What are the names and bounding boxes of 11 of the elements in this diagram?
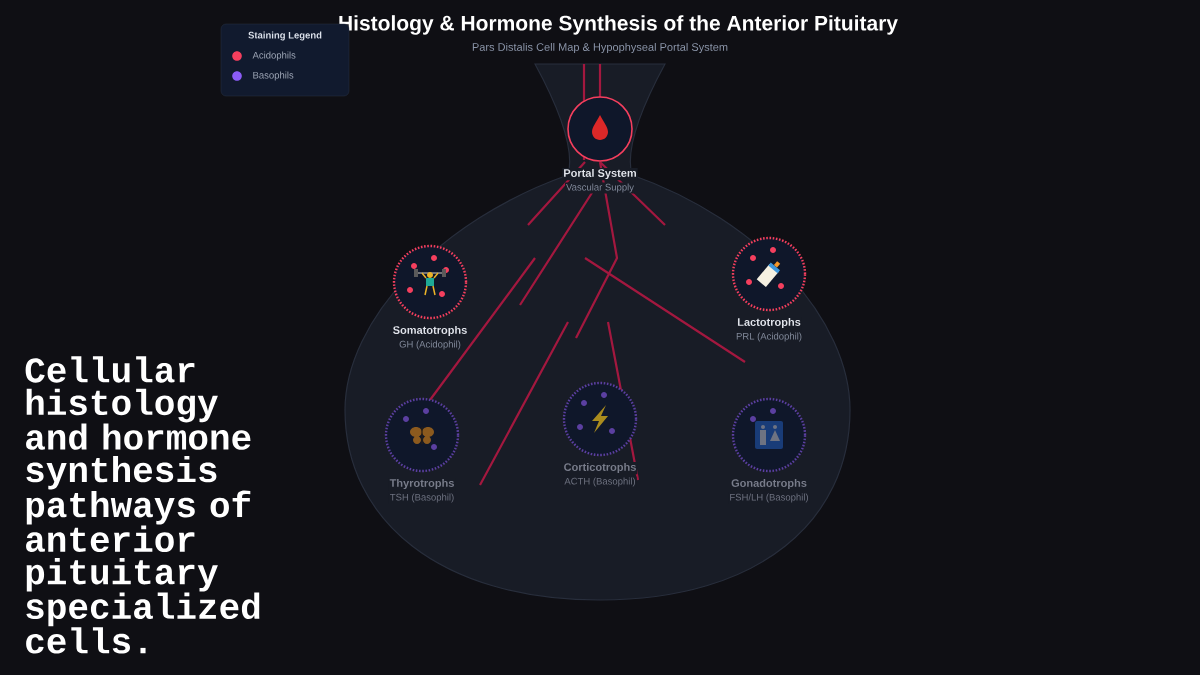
hormone-label: ACTH (Basophil) xyxy=(563,476,637,488)
title: Histology & Hormone Synthesis of the Anterior Pituitary xyxy=(339,15,898,35)
subtitle: Pars Distalis Cell Map & Hypophyseal Portal System xyxy=(472,42,728,54)
hormone-label: PRL (Acidophil) xyxy=(735,331,803,343)
legend-text: Acidophils xyxy=(252,51,296,61)
hormone-label: TSH (Basophil) xyxy=(388,492,456,504)
hormone-label: Vascular Supply xyxy=(565,182,635,194)
hormone-label: FSH/LH (Basophil) xyxy=(728,492,810,504)
legend-text: Basophils xyxy=(253,71,294,81)
hormone-label: GH (Acidophil) xyxy=(398,339,462,351)
caption: Cellular histology and hormone synthesis pathways of anterior pituitary specialized cells. xyxy=(25,356,260,654)
